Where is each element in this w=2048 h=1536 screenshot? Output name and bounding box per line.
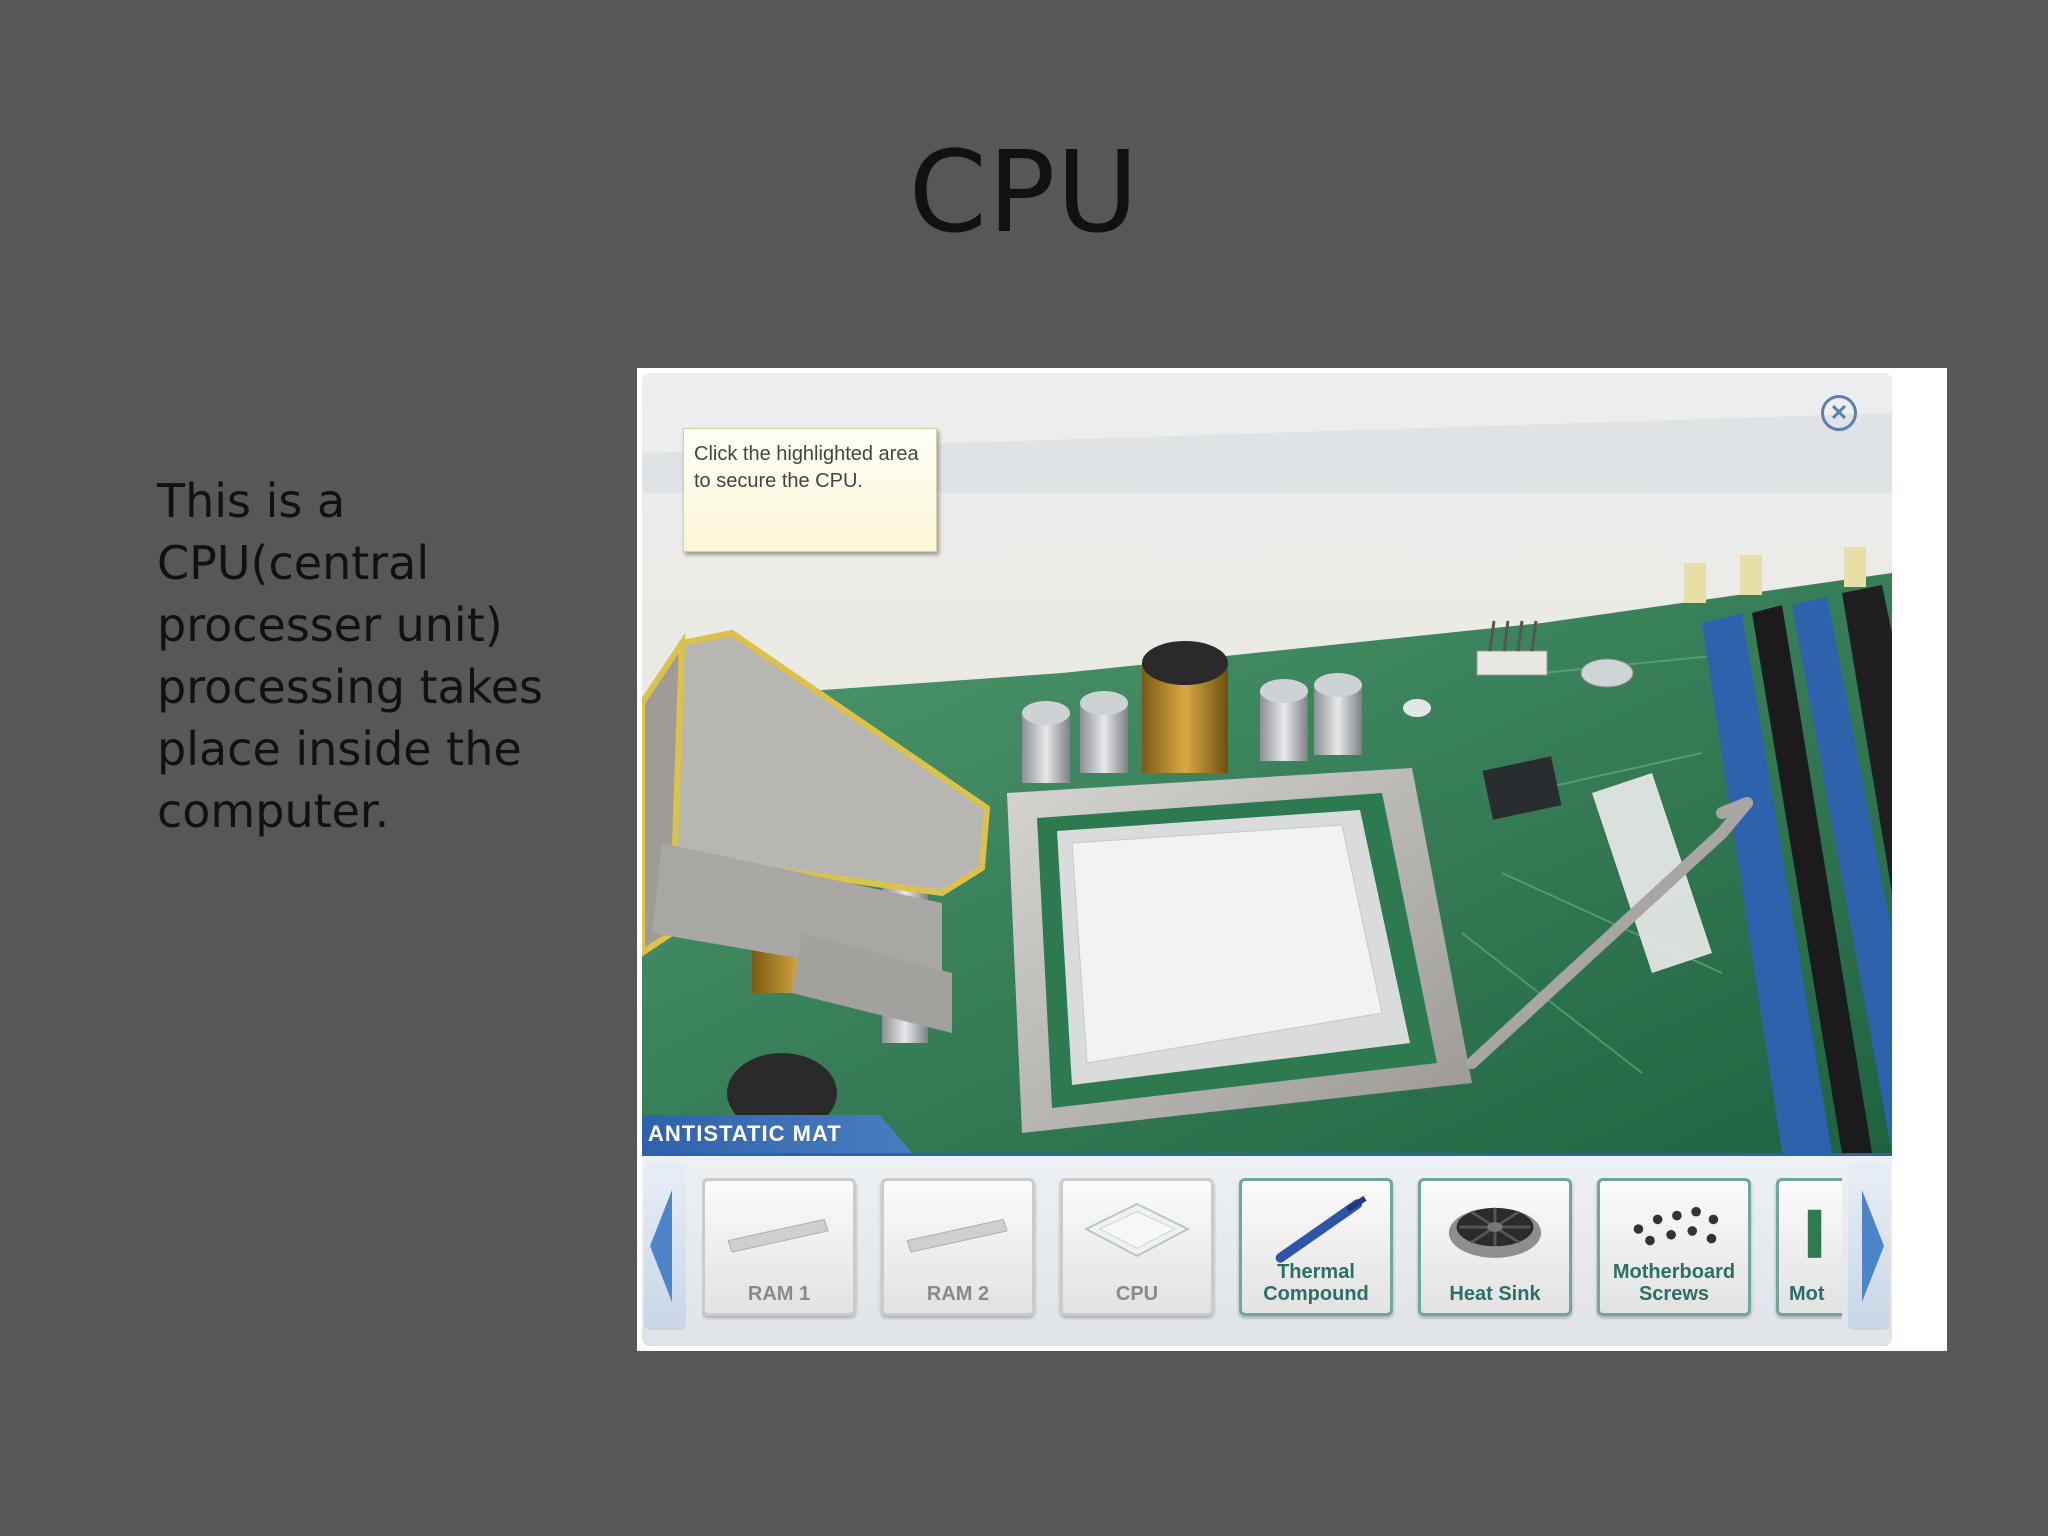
tray-item-label-line-2: Compound: [1263, 1283, 1369, 1305]
tooltip-line-2: to secure the CPU.: [694, 470, 863, 492]
simulator-viewport: Click the highlighted area to secure the…: [642, 373, 1892, 1346]
tray-item-ram-2[interactable]: RAM 2: [881, 1178, 1035, 1316]
slide-title: CPU: [908, 128, 1140, 258]
tray-item-label: RAM 2: [926, 1283, 990, 1305]
tray-item-thermal-compound[interactable]: Thermal Compound: [1239, 1178, 1393, 1316]
tray-item-heat-sink[interactable]: Heat Sink: [1418, 1178, 1572, 1316]
thermal-syringe-icon: [1275, 1195, 1367, 1263]
tray-item-motherboard[interactable]: Mot: [1776, 1178, 1842, 1316]
tray-item-label-line-2: Screws: [1638, 1283, 1710, 1305]
ram-stick-icon: [906, 1218, 1008, 1253]
motherboard-scene[interactable]: [642, 373, 1892, 1153]
cpu-chip-icon: [1083, 1202, 1191, 1257]
slide-body-text: This is a CPU(central processer unit) pr…: [157, 474, 544, 838]
tray-item-motherboard-screws[interactable]: Motherboard Screws: [1597, 1178, 1751, 1316]
simulator-window: Click the highlighted area to secure the…: [637, 368, 1947, 1351]
antistatic-mat-label: ANTISTATIC MAT: [642, 1115, 912, 1153]
tooltip-line-1: Click the highlighted area: [694, 443, 919, 465]
tray-item-label: Mot: [1789, 1283, 1825, 1305]
retention-plate-highlighted[interactable]: [642, 629, 991, 1033]
cpu-socket: [1007, 768, 1753, 1133]
component-tray: RAM 1 RAM 2 CPU: [642, 1153, 1892, 1346]
tray-item-label: CPU: [1115, 1283, 1159, 1305]
instruction-tooltip: Click the highlighted area to secure the…: [683, 428, 937, 552]
tray-item-label: Motherboard Screws: [1600, 1261, 1748, 1305]
tray-item-label: Heat Sink: [1449, 1283, 1541, 1305]
ram-slots: [1684, 547, 1892, 1153]
tray-items: RAM 1 RAM 2 CPU: [702, 1178, 1842, 1320]
motherboard-icon: [1807, 1209, 1822, 1258]
tray-item-cpu[interactable]: CPU: [1060, 1178, 1214, 1316]
chevron-right-icon[interactable]: [1848, 1162, 1890, 1330]
tray-item-ram-1[interactable]: RAM 1: [702, 1178, 856, 1316]
tray-item-label-line-1: Thermal: [1277, 1261, 1355, 1283]
close-icon[interactable]: ✕: [1821, 395, 1857, 431]
heat-sink-fan-icon: [1448, 1207, 1542, 1258]
ram-stick-icon: [727, 1218, 829, 1253]
screws-icon: [1633, 1206, 1719, 1246]
chevron-left-icon[interactable]: [644, 1162, 686, 1330]
tray-item-label-line-1: Motherboard: [1612, 1261, 1736, 1283]
tray-item-label: RAM 1: [747, 1283, 811, 1305]
tray-item-label: Thermal Compound: [1242, 1261, 1390, 1305]
